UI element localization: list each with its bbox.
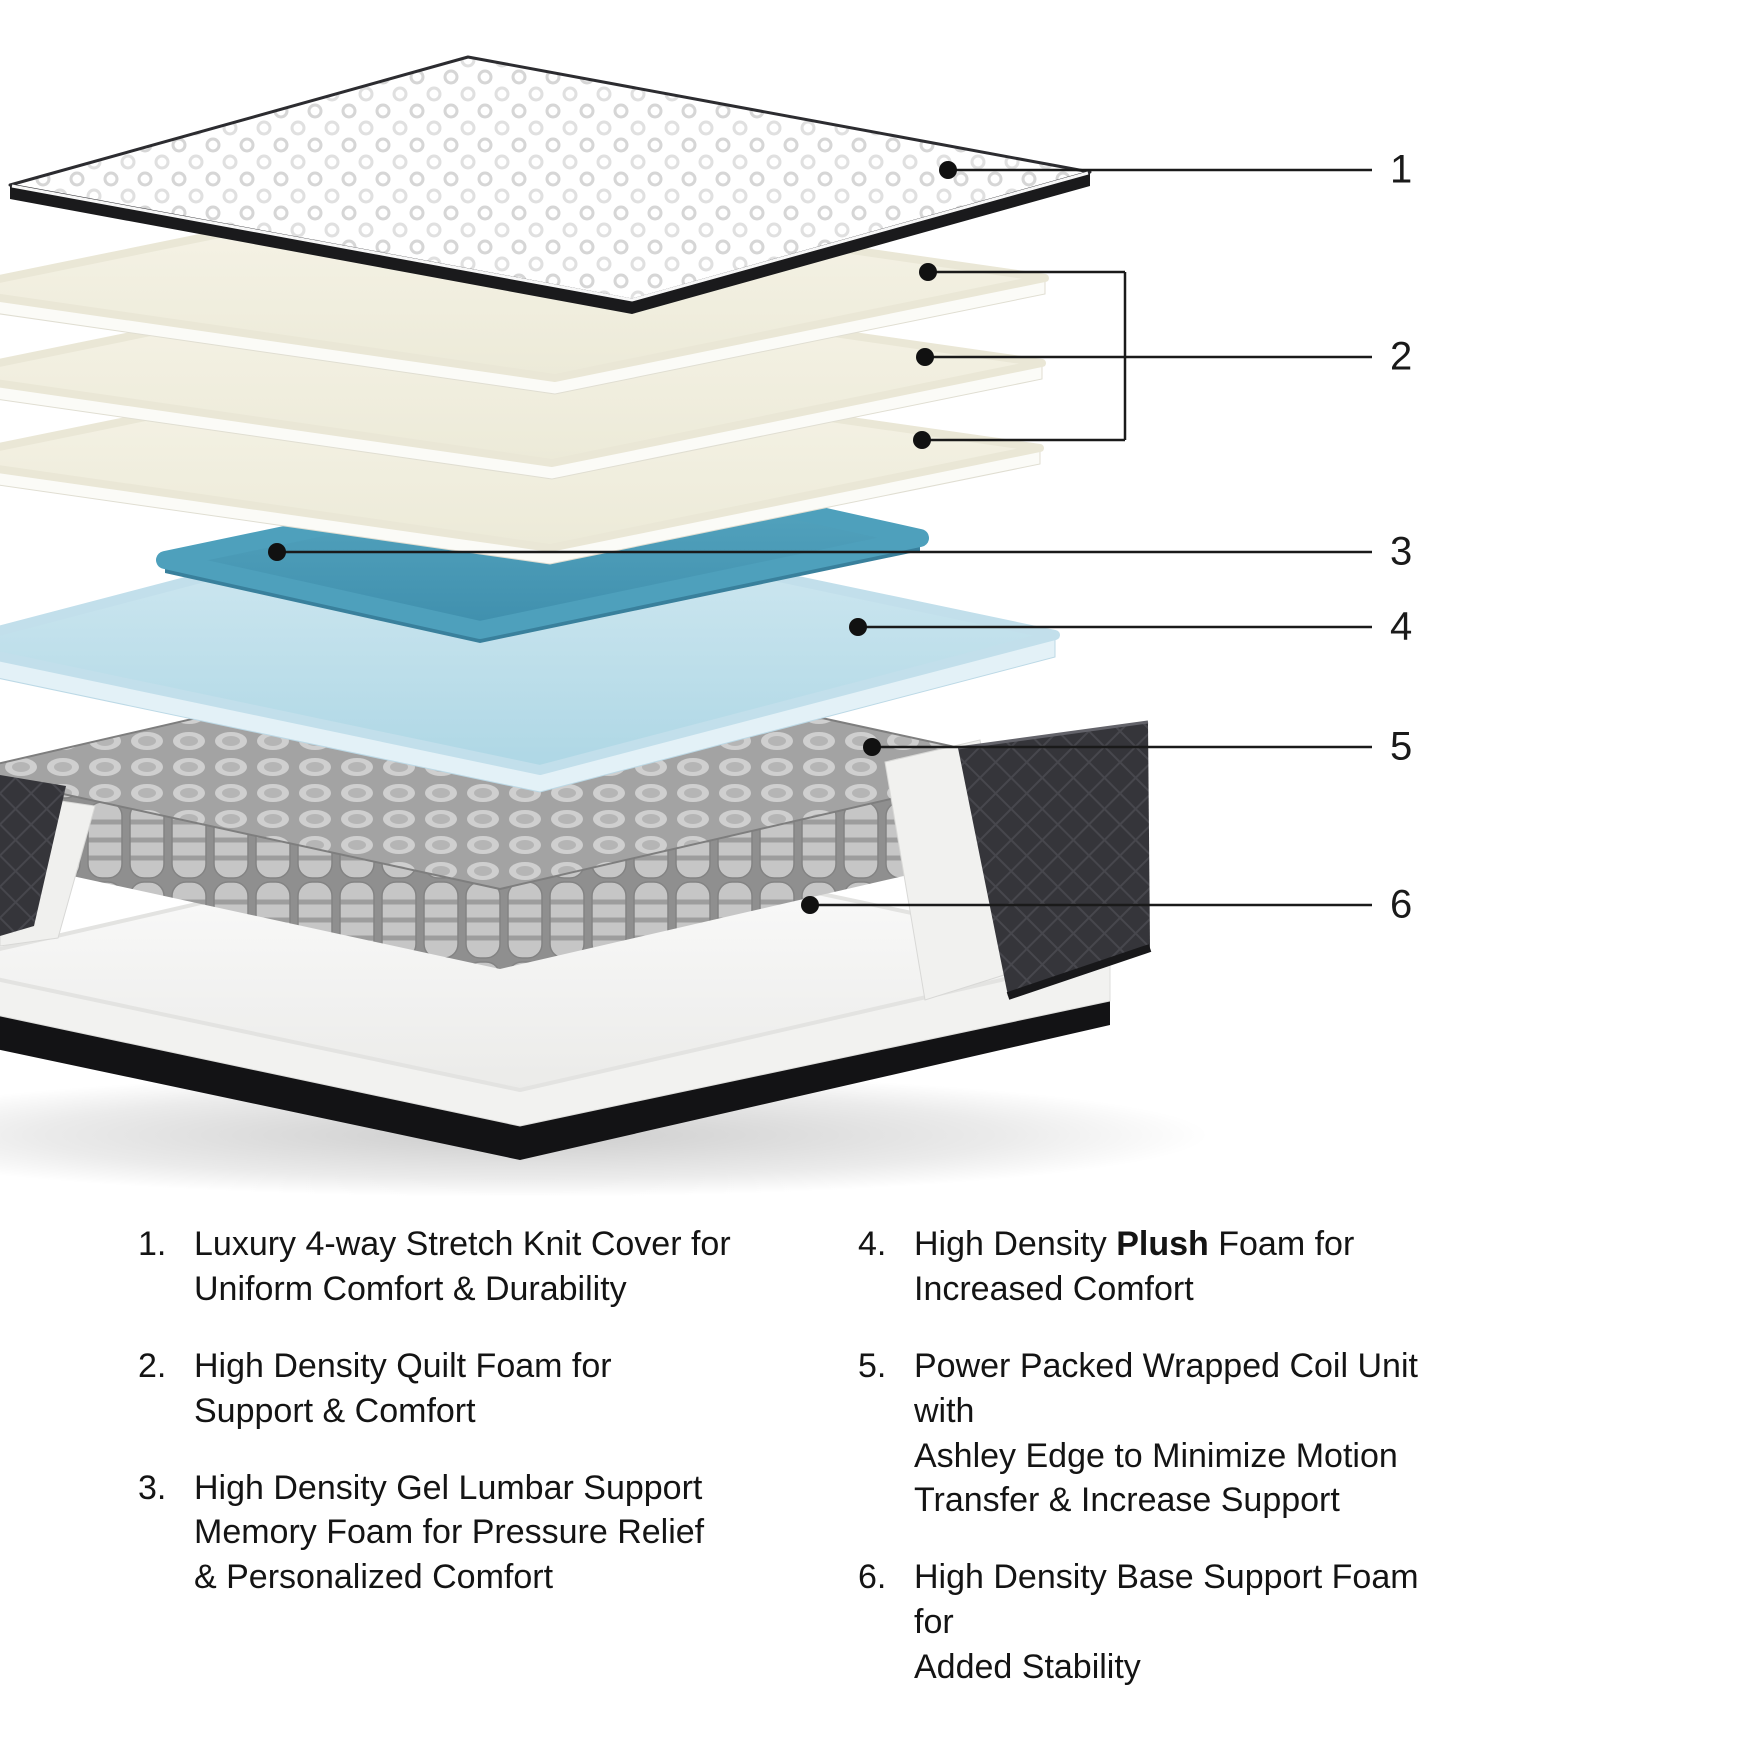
legend-item-text: Luxury 4-way Stretch Knit Cover for Unif…	[194, 1225, 731, 1308]
callout-dot-1	[939, 161, 957, 179]
callout-dot-5	[863, 738, 881, 756]
legend-item-number: 2.	[138, 1346, 167, 1385]
callout-number-1: 1	[1390, 147, 1414, 192]
callout-dot-2c	[913, 431, 931, 449]
callout-number-6: 6	[1390, 882, 1414, 927]
legend-item-number: 6.	[858, 1558, 887, 1597]
legend-item-number: 3.	[138, 1468, 167, 1507]
legend-item-number: 4.	[858, 1225, 887, 1263]
callout-dot-6	[801, 896, 819, 914]
callout-dot-2b	[916, 348, 934, 366]
legend-item-1: 1. Luxury 4-way Stretch Knit Cover for U…	[138, 1222, 758, 1312]
legend-left-column: 1. Luxury 4-way Stretch Knit Cover for U…	[138, 1222, 758, 1632]
callout-dot-3	[268, 543, 286, 561]
callout-line-2	[922, 270, 1372, 442]
legend-item-3: 3. High Density Gel Lumbar Support Memor…	[138, 1466, 758, 1601]
callout-number-2: 2	[1390, 334, 1414, 379]
legend-item-text: High Density Quilt Foam for Support & Co…	[194, 1346, 612, 1430]
legend-item-6: 6. High Density Base Support Foam for Ad…	[858, 1555, 1458, 1690]
right-edge-fabric-corner	[884, 720, 1152, 1001]
callout-number-5: 5	[1390, 724, 1414, 769]
legend-item-4: 4. High Density Plush Foam for Increased…	[858, 1222, 1458, 1312]
callout-dot-4	[849, 618, 867, 636]
legend-item-text: High Density Plush Foam for Increased Co…	[914, 1225, 1355, 1308]
legend-item-2: 2. High Density Quilt Foam for Support &…	[138, 1344, 758, 1434]
callout-lines	[277, 168, 1372, 907]
mattress-exploded-diagram	[0, 55, 1372, 1197]
legend-item-text: Power Packed Wrapped Coil Unit with Ashl…	[914, 1346, 1418, 1520]
legend-item-5: 5. Power Packed Wrapped Coil Unit with A…	[858, 1344, 1458, 1524]
callout-number-3: 3	[1390, 529, 1414, 574]
legend-item-number: 1.	[138, 1225, 167, 1263]
stretch-knit-cover-layer	[8, 55, 1092, 314]
legend-item-text: High Density Base Support Foam for Added…	[914, 1558, 1419, 1686]
callout-dot-2a	[919, 263, 937, 281]
callout-number-4: 4	[1390, 604, 1414, 649]
legend-item-number: 5.	[858, 1346, 887, 1385]
callout-dots	[268, 161, 957, 914]
left-edge-fabric-corner	[0, 775, 96, 947]
legend-right-column: 4. High Density Plush Foam for Increased…	[858, 1222, 1458, 1722]
legend-item-text: High Density Gel Lumbar Support Memory F…	[194, 1468, 705, 1597]
